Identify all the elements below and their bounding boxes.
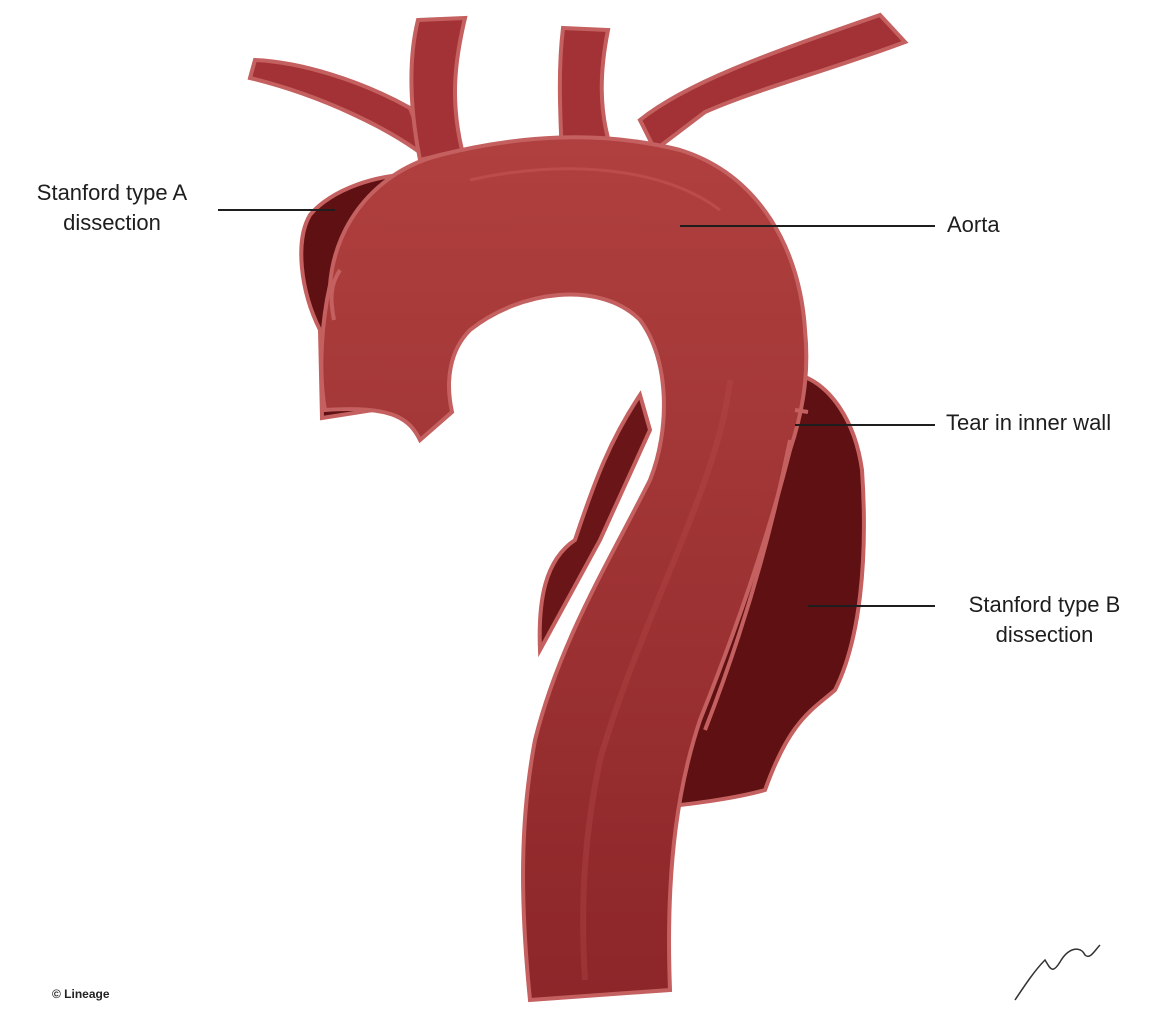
leader-type-b (808, 605, 935, 607)
label-aorta: Aorta (947, 210, 1000, 240)
branch-2 (411, 18, 465, 160)
label-type-a: Stanford type A dissection (12, 178, 212, 238)
copyright-credit: © Lineage (52, 987, 110, 1001)
leader-type-a (218, 209, 335, 211)
leader-aorta (680, 225, 935, 227)
leader-tear (795, 424, 935, 426)
label-type-b: Stanford type B dissection (942, 590, 1147, 650)
left-branch (250, 60, 430, 160)
right-branch (640, 15, 905, 150)
label-tear: Tear in inner wall (946, 408, 1111, 438)
artist-signature (1015, 945, 1100, 1000)
